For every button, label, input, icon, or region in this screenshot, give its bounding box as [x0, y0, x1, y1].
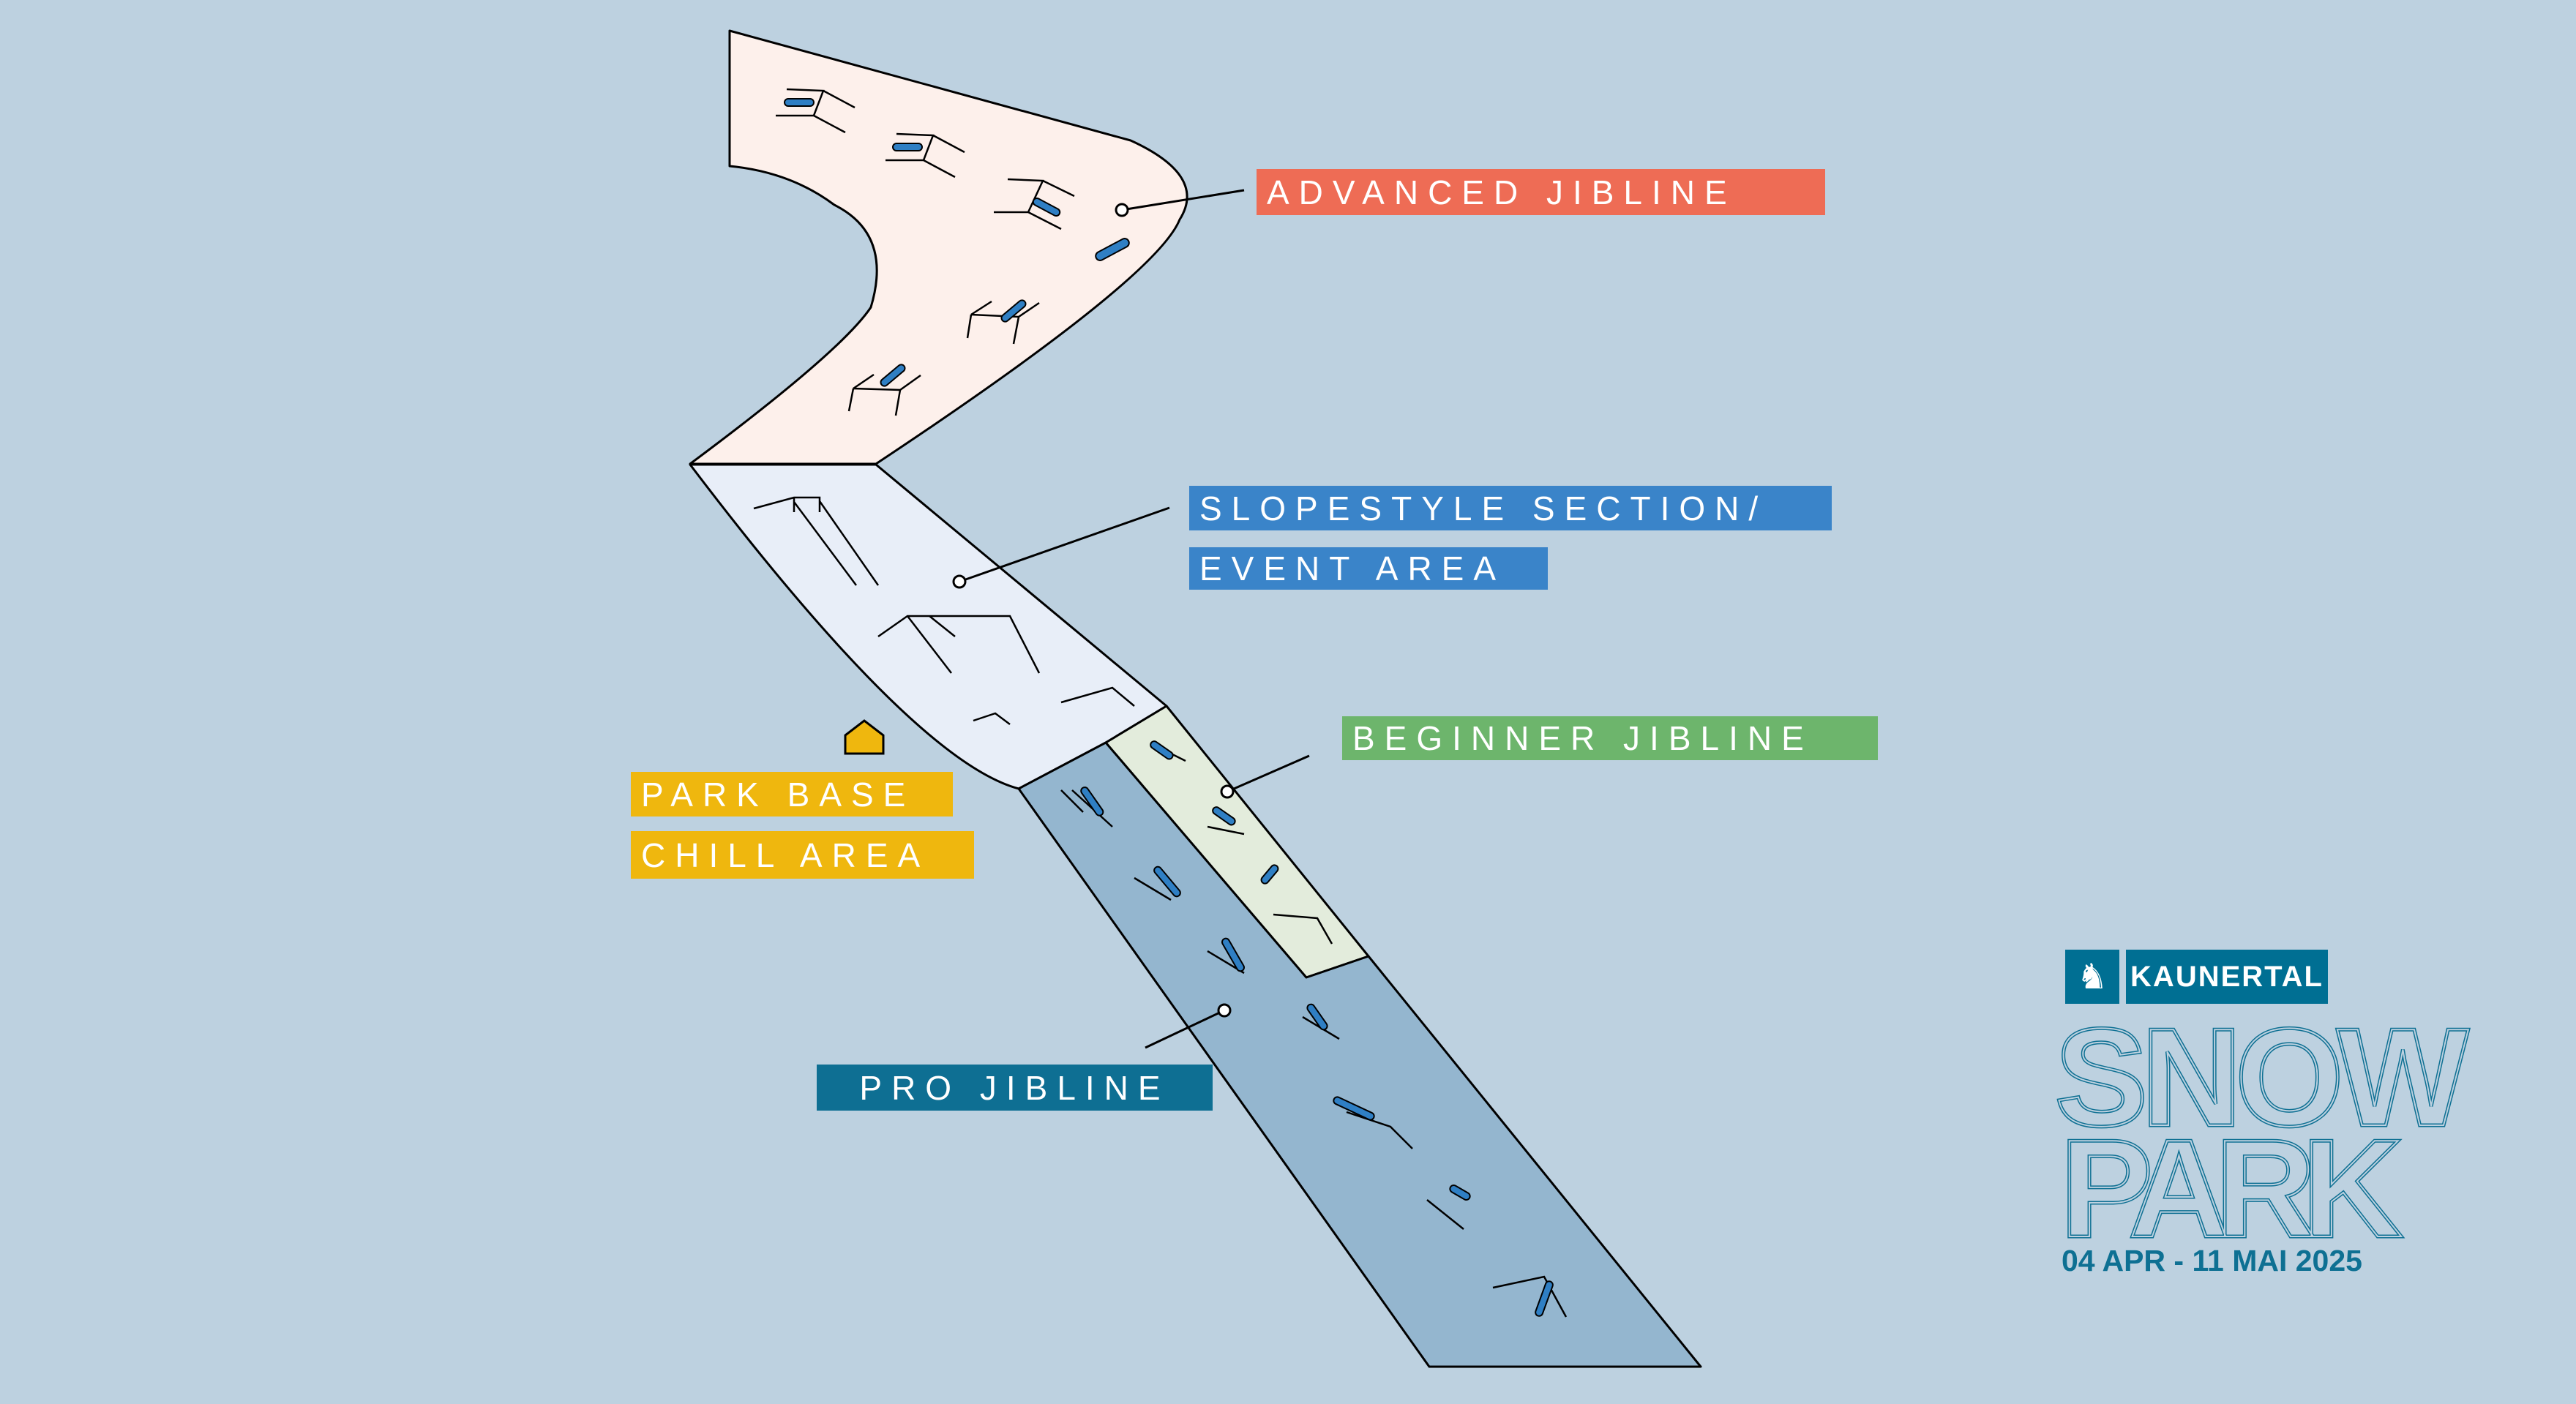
slopestyle-label-line1[interactable]: SLOPESTYLE SECTION/	[1189, 486, 1832, 530]
advanced-jibline-area[interactable]	[689, 29, 1188, 465]
slopestyle-label-line2[interactable]: EVENT AREA	[1189, 547, 1548, 590]
advanced-leader-line	[1121, 189, 1245, 211]
house-icon[interactable]	[844, 719, 885, 755]
snowpark-logo-text: SNOW SNOW PARK PARK	[2053, 999, 2471, 1269]
ibex-icon: ♞	[2065, 950, 2119, 1004]
svg-text:SNOW: SNOW	[2055, 1000, 2469, 1155]
park-base-label[interactable]: PARK BASE	[631, 772, 953, 817]
svg-text:SNOW: SNOW	[2055, 1000, 2469, 1155]
event-dates: 04 APR - 11 MAI 2025	[2062, 1244, 2362, 1277]
beginner-jibline-label[interactable]: BEGINNER JIBLINE	[1342, 716, 1878, 760]
svg-text:PARK: PARK	[2060, 1111, 2403, 1266]
pro-marker[interactable]	[1217, 1003, 1232, 1018]
pro-jibline-area[interactable]	[1017, 741, 1702, 1368]
beginner-marker[interactable]	[1220, 784, 1235, 799]
svg-text:PARK: PARK	[2060, 1111, 2403, 1266]
advanced-marker[interactable]	[1115, 203, 1129, 217]
pro-leader-line	[1145, 1009, 1225, 1049]
slopestyle-marker[interactable]	[952, 574, 967, 589]
kaunertal-brand: KAUNERTAL	[2126, 950, 2328, 1004]
beginner-leader-line	[1227, 754, 1310, 793]
slopestyle-leader-line	[959, 506, 1170, 583]
chill-area-label[interactable]: CHILL AREA	[631, 831, 974, 879]
advanced-jibline-label[interactable]: ADVANCED JIBLINE	[1257, 169, 1825, 215]
rails	[784, 98, 1554, 1317]
pro-jibline-label[interactable]: PRO JIBLINE	[817, 1065, 1213, 1111]
slopestyle-area[interactable]	[689, 463, 1168, 790]
